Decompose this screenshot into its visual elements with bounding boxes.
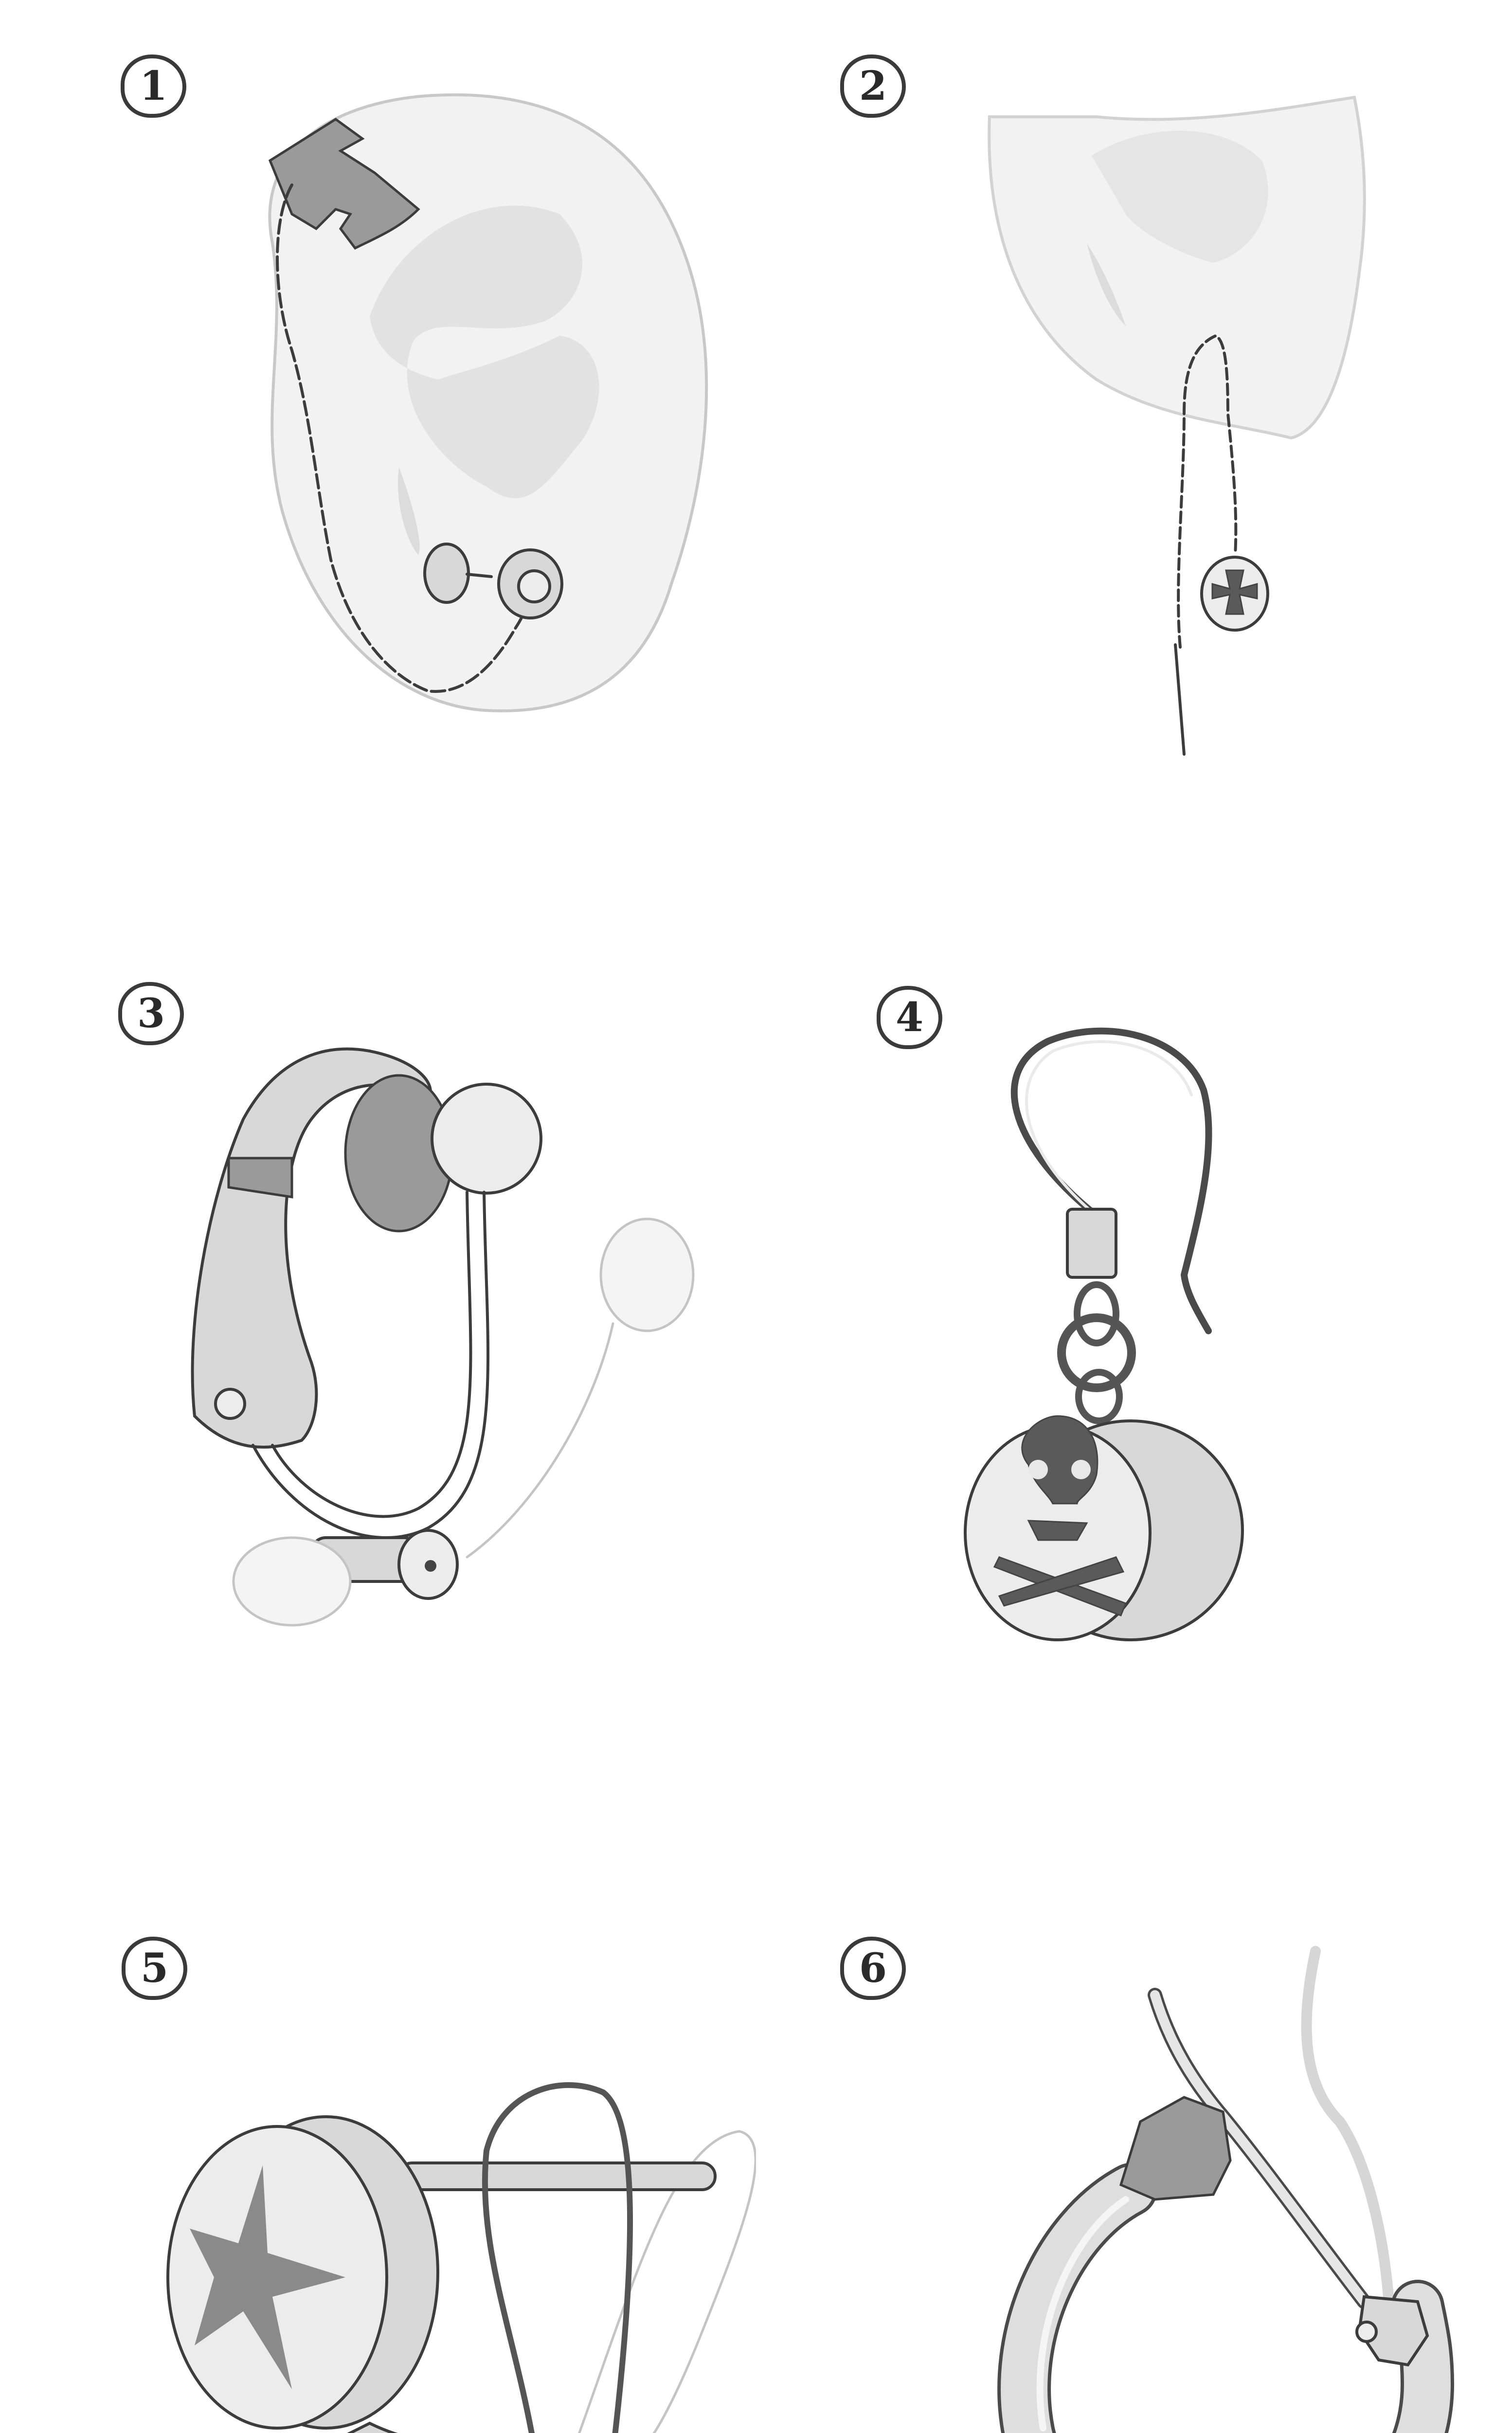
panel-6-hinged-hoop: 6: [756, 1849, 1512, 2433]
panel-4-skull-hook: 4: [756, 925, 1512, 1849]
panel-1-ear-cuff-chain: 1: [0, 0, 756, 925]
panel-number-6: 6: [840, 1937, 906, 2000]
hinged-hoop-drawing: [997, 1946, 1454, 2433]
panel-number-1: 1: [121, 54, 186, 118]
omega-clip-star-drawing: [166, 2082, 756, 2433]
skull-hook-drawing: [964, 1027, 1244, 1641]
panel-2-chain-threader: 2: [756, 0, 1512, 925]
panel-number-4: 4: [877, 986, 942, 1049]
chain-threader-drawing: [988, 95, 1366, 756]
ear-cuff-chain-drawing: [268, 93, 708, 712]
clip-converter-drawing: [191, 1047, 695, 1627]
panel-3-clip-converter: 3: [0, 925, 756, 1849]
panel-number-5: 5: [122, 1937, 187, 2000]
panel-5-omega-clip-star: 5: [0, 1849, 756, 2433]
panel-number-3: 3: [118, 982, 184, 1045]
panel-number-2: 2: [840, 54, 906, 118]
